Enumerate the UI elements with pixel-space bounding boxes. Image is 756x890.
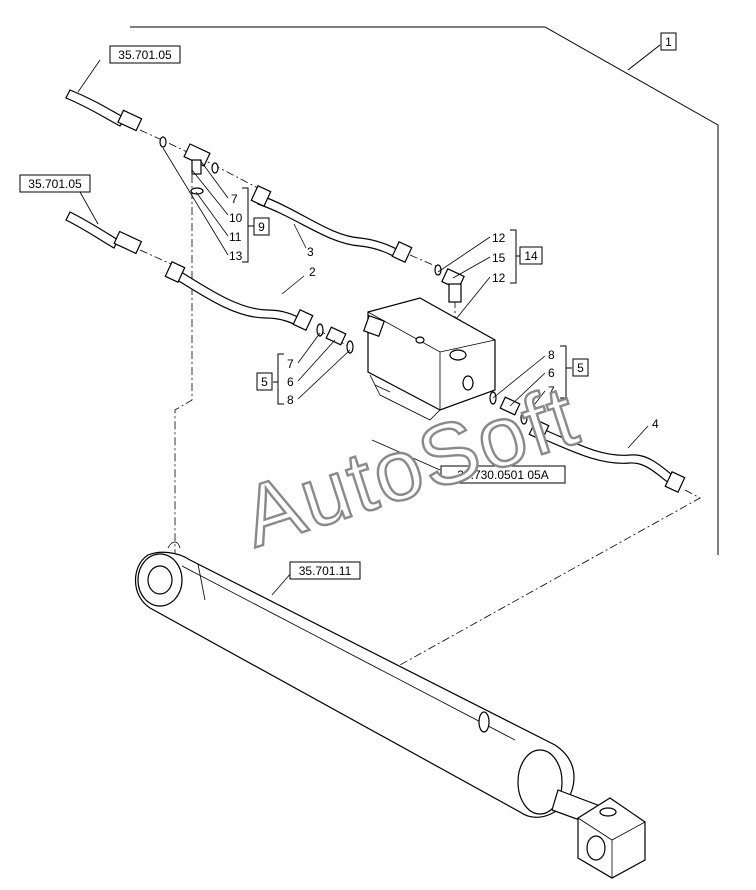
kit-1-leader [627,44,661,71]
seal-13 [159,136,167,148]
centerline-vertical [174,175,193,560]
valve-leader [371,439,441,471]
cylinder-leader [271,571,293,596]
kit-5-left-label: 5 [261,375,268,389]
callout-3: 3 [307,245,314,259]
ref-hose-upper: 35.701.05 [118,48,172,62]
tube-2 [164,260,314,332]
callout-8-left: 8 [287,393,294,407]
bracket-9 [242,187,254,263]
seal-12-top [434,264,442,276]
kit-1-label: 1 [665,35,672,49]
seal-8-left [346,340,354,354]
ref-box-hose-upper[interactable]: 35.701.05 [109,45,181,64]
callout-12-bottom: 12 [492,271,506,285]
ref-box-valve[interactable]: 35.730.0501 05A [440,465,566,484]
kit-box-5-right[interactable]: 5 [572,358,589,377]
elbow-fitting-15 [441,268,465,303]
kit-9-label: 9 [258,220,265,234]
seal-7-top [211,162,219,174]
centerline-tube3 [409,254,441,269]
watermark: AutoSoft [231,367,590,565]
hydraulic-cylinder [135,541,646,879]
callout-7-top: 7 [231,192,238,206]
kit-box-5-left[interactable]: 5 [256,372,273,391]
ref-box-hose-lower[interactable]: 35.701.05 [19,174,91,193]
centerline-upper-hose [139,129,263,191]
centerline-right-to-cylinder [399,489,701,666]
ref-valve: 35.730.0501 05A [457,468,548,482]
valve-block [362,297,496,421]
callout-6-right: 6 [548,366,555,380]
callout-13: 13 [229,249,243,263]
bracket-5-left [273,353,284,405]
ref-box-cylinder[interactable]: 35.701.11 [289,561,361,580]
hose-lower [65,211,143,255]
tube-4 [528,418,686,494]
hose-upper-leader [77,59,101,93]
callout-7-left: 7 [287,357,294,371]
kit-5-right-label: 5 [577,361,584,375]
callout-12-top: 12 [492,231,506,245]
seal-7-left [316,323,324,337]
tube-3 [250,184,413,264]
kit-1-outline [130,26,719,555]
callout-numbers: 7 10 11 13 3 2 12 15 12 7 6 8 8 6 7 4 [229,192,659,431]
hose-upper [65,89,143,132]
callout-11: 11 [229,230,242,244]
hose-lower-leader [79,191,99,225]
ref-hose-lower: 35.701.05 [28,177,82,191]
ref-cylinder: 35.701.11 [299,564,352,578]
callout-2: 2 [309,265,316,279]
callout-15: 15 [492,251,506,265]
callout-4: 4 [652,417,659,431]
kit-box-14[interactable]: 14 [519,246,543,265]
callout-6-left: 6 [287,375,294,389]
adapter-6-left [325,326,347,346]
callout-7-right: 7 [548,384,555,398]
tee-fitting-10 [183,143,211,175]
callout-10: 10 [229,211,243,225]
kit-box-1[interactable]: 1 [660,32,677,51]
kit-14-label: 14 [524,249,538,263]
callout-leaders [162,147,649,449]
bracket-5-right [560,345,572,399]
bracket-14 [510,229,520,284]
kit-box-9[interactable]: 9 [253,217,270,236]
callout-8-right: 8 [548,348,555,362]
